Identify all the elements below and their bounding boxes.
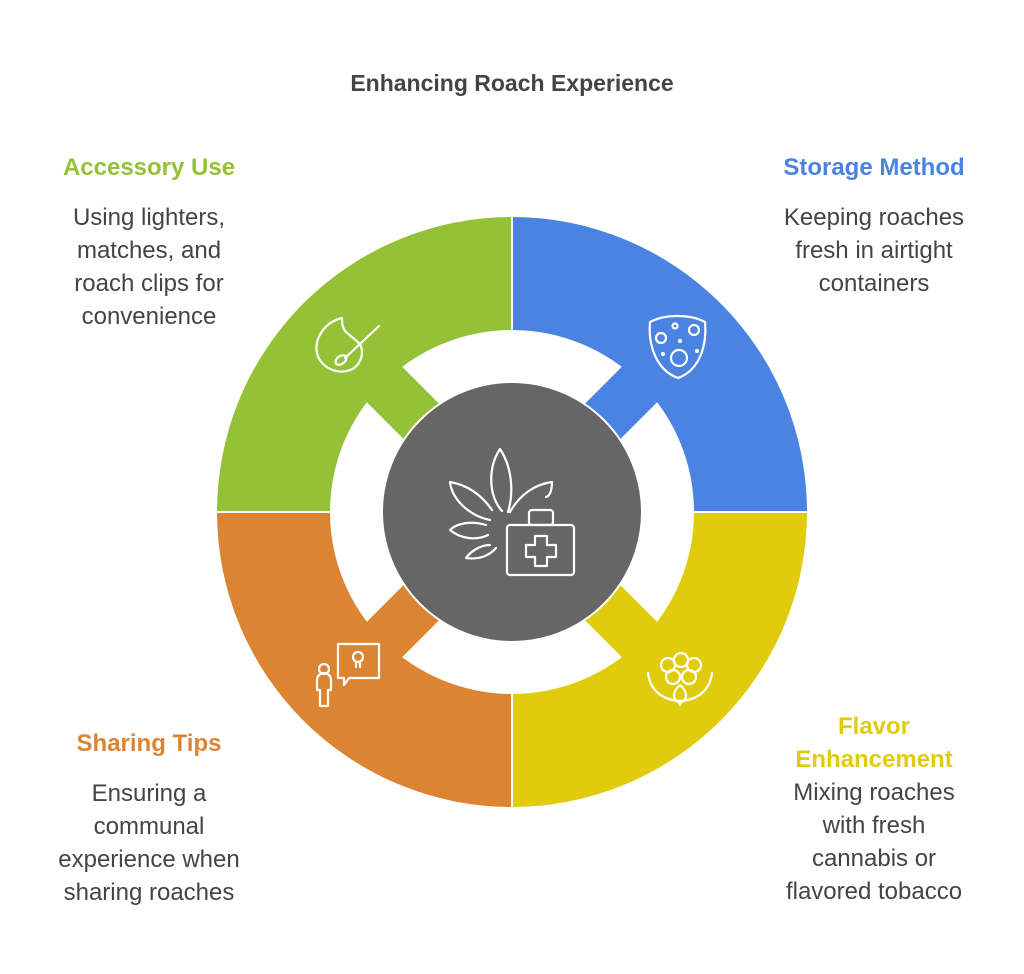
section-body-line: convenience [81, 303, 217, 330]
section-header: Enhancement [795, 746, 953, 773]
section-body-line: matches, and [76, 237, 222, 264]
section-body-line: cannabis or [811, 845, 937, 872]
section-body-line: Using lighters, [72, 204, 226, 231]
section-body-line: containers [818, 270, 930, 297]
diagram-title: Enhancing Roach Experience [350, 70, 674, 96]
section-body-line: roach clips for [74, 270, 224, 297]
section-body-line: Keeping roaches [783, 204, 965, 231]
section-header: Accessory Use [62, 154, 236, 181]
center-circle [381, 381, 643, 643]
lighter-flame-icon [315, 316, 381, 373]
section-body-line: with fresh [822, 812, 926, 839]
person-idea-icon [315, 642, 381, 708]
section-body-line: Mixing roaches [793, 779, 955, 806]
section-header: Storage Method [783, 154, 965, 181]
section-accessory: Accessory Use Using lighters, matches, a… [19, 151, 279, 333]
section-body-line: communal [93, 813, 205, 840]
section-body-line: sharing roaches [63, 879, 235, 906]
section-body-line: fresh in airtight [795, 237, 953, 264]
cannabis-leaf-medical-kit-icon [448, 447, 576, 577]
section-flavor: Flavor Enhancement Mixing roaches with f… [744, 710, 1004, 908]
section-body-line: experience when [58, 846, 240, 873]
section-sharing: Sharing Tips Ensuring a communal experie… [19, 727, 279, 909]
section-body-line: Ensuring a [91, 780, 207, 807]
section-header: Flavor [837, 713, 911, 740]
section-body-line: flavored tobacco [785, 878, 963, 905]
shield-bubbles-icon [648, 314, 707, 380]
section-storage: Storage Method Keeping roaches fresh in … [744, 151, 1004, 300]
flower-icon [646, 651, 714, 707]
section-header: Sharing Tips [76, 730, 222, 757]
